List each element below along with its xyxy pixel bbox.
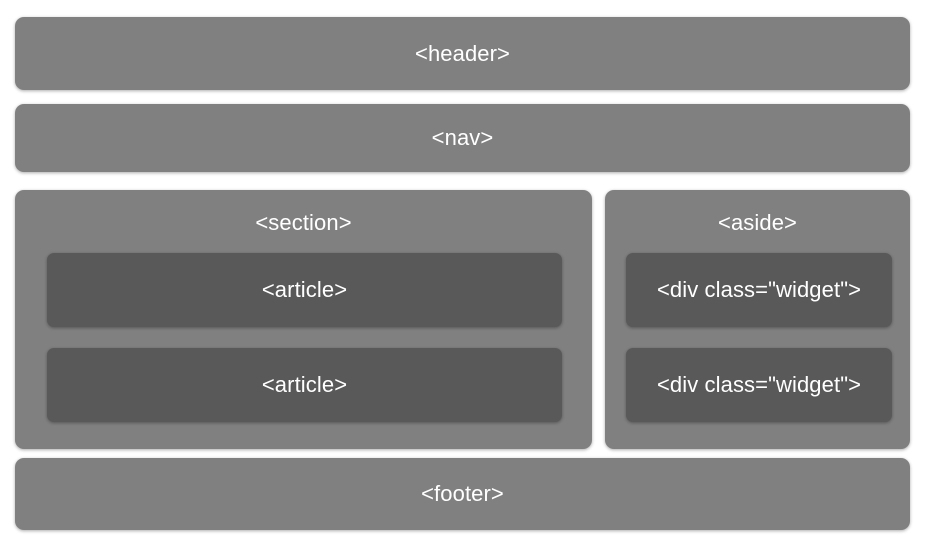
aside-block: <aside> <div class="widget"> <div class=… <box>605 190 910 449</box>
widget-block: <div class="widget"> <box>626 348 892 422</box>
article-block: <article> <box>47 253 562 327</box>
widget-label: <div class="widget"> <box>656 277 862 302</box>
article-block: <article> <box>47 348 562 422</box>
article-label: <article> <box>261 277 348 302</box>
nav-label: <nav> <box>431 125 494 150</box>
widget-block: <div class="widget"> <box>626 253 892 327</box>
footer-label: <footer> <box>421 481 504 506</box>
footer-block: <footer> <box>15 458 910 530</box>
section-label: <section> <box>255 210 352 235</box>
aside-label: <aside> <box>718 210 797 235</box>
article-label: <article> <box>261 372 348 397</box>
section-block: <section> <article> <article> <box>15 190 592 449</box>
nav-block: <nav> <box>15 104 910 172</box>
widget-label: <div class="widget"> <box>656 372 862 397</box>
header-block: <header> <box>15 17 910 90</box>
header-label: <header> <box>415 40 510 66</box>
